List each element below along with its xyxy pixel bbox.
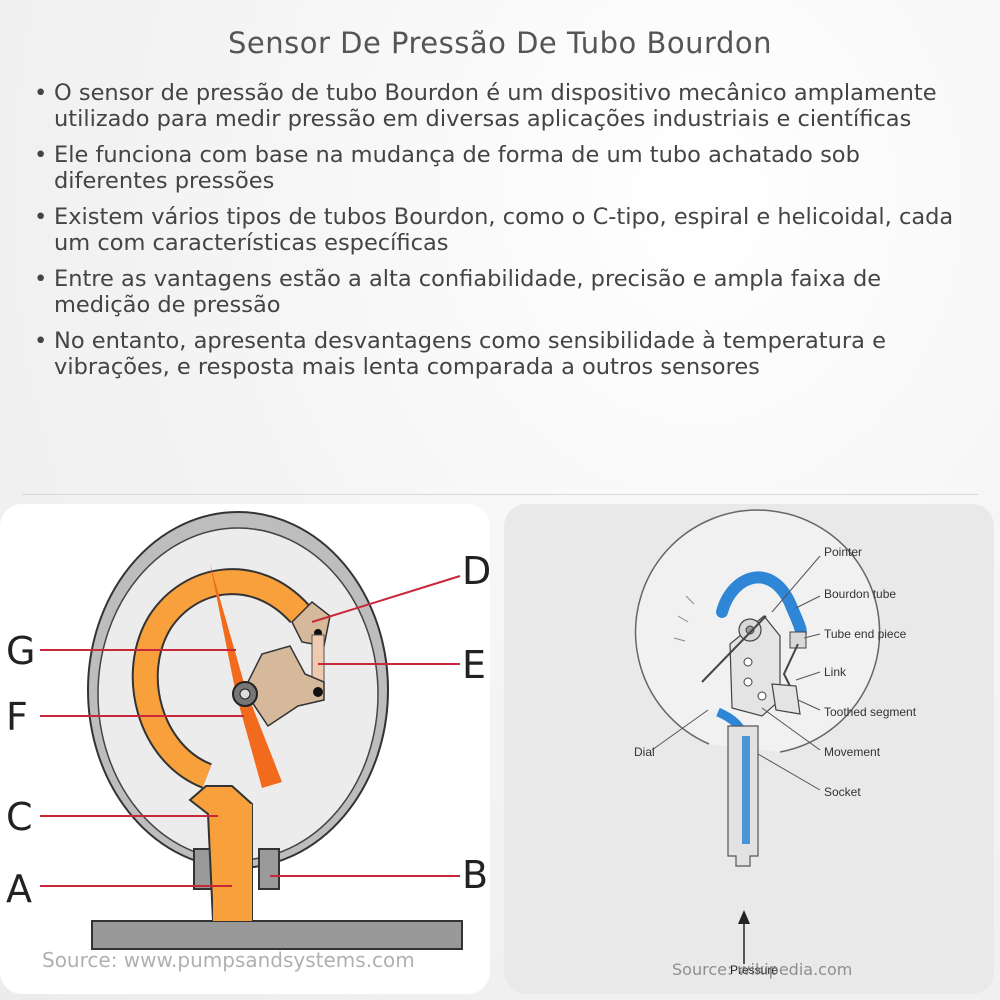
bullet-item: •No entanto, apresenta desvantagens como…: [30, 328, 975, 380]
bullet-marker: •: [34, 80, 48, 106]
page-title: Sensor De Pressão De Tubo Bourdon: [228, 26, 772, 60]
section-divider: [22, 494, 978, 495]
source-credit-right: Source: wikipedia.com: [672, 960, 853, 979]
bourdon-diagram-svg: D E G F C B A: [6, 511, 490, 950]
movement-screw: [743, 657, 753, 667]
bullet-item: •O sensor de pressão de tubo Bourdon é u…: [30, 80, 975, 132]
bullet-marker: •: [34, 266, 48, 292]
socket-channel: [742, 736, 750, 844]
bullet-text: O sensor de pressão de tubo Bourdon é um…: [54, 80, 937, 132]
bullet-marker: •: [34, 142, 48, 168]
leader-bourdon-tube: [795, 595, 821, 609]
bourdon-gauge-schematic-diagram: Pointer Bourdon tube Tube end piece Link…: [504, 504, 994, 994]
source-credit-left: Source: www.pumpsandsystems.com: [42, 948, 415, 972]
label-d: D: [462, 549, 490, 593]
bullet-list: •O sensor de pressão de tubo Bourdon é u…: [30, 80, 975, 390]
pointer-needle: [701, 615, 767, 683]
label-c: C: [6, 795, 33, 839]
pinion-center: [239, 688, 251, 700]
leader-toothed-segment: [797, 699, 821, 711]
dial-tick: [685, 595, 695, 605]
label-f: F: [6, 695, 28, 739]
label-tube-end-piece: Tube end piece: [824, 627, 907, 641]
pinion-center: [745, 625, 755, 635]
label-bourdon-tube: Bourdon tube: [824, 587, 896, 601]
label-movement: Movement: [824, 745, 881, 759]
pointer-needle: [210, 564, 282, 788]
label-pressure: Pressure: [730, 963, 778, 977]
toothed-segment: [771, 683, 801, 715]
socket-inlet: [213, 804, 252, 921]
dial-tick: [677, 615, 689, 623]
bullet-marker: •: [34, 328, 48, 354]
tube-end-piece: [789, 631, 807, 649]
movement-screw: [743, 677, 753, 687]
toothed-segment: [243, 645, 325, 728]
schematic-svg: Pointer Bourdon tube Tube end piece Link…: [634, 509, 917, 977]
leader-pointer: [771, 555, 821, 613]
leader-dial: [651, 709, 709, 751]
bullet-item: •Ele funciona com base na mudança de for…: [30, 142, 975, 194]
label-dial: Dial: [634, 745, 655, 759]
bullet-text: Entre as vantagens estão a alta confiabi…: [54, 266, 882, 318]
label-toothed-segment: Toothed segment: [824, 705, 917, 719]
bullet-text: Ele funciona com base na mudança de form…: [54, 142, 860, 194]
label-g: G: [6, 629, 35, 673]
label-socket: Socket: [824, 785, 861, 799]
bullet-item: •Existem vários tipos de tubos Bourdon, …: [30, 204, 975, 256]
leader-line-d: [311, 575, 461, 623]
bullet-text: No entanto, apresenta desvantagens como …: [54, 328, 886, 380]
leader-tube-end: [803, 633, 821, 639]
label-e: E: [462, 643, 486, 687]
label-link: Link: [824, 665, 847, 679]
leader-socket: [757, 753, 821, 791]
label-pointer: Pointer: [824, 545, 862, 559]
socket-nut-right: [258, 848, 280, 890]
leader-movement: [761, 707, 821, 751]
link-pivot: [313, 687, 323, 697]
movement-screw: [757, 691, 767, 701]
dial-tick: [673, 637, 686, 642]
bourdon-tube: [716, 571, 807, 644]
label-a: A: [6, 867, 32, 911]
base-plate: [91, 920, 463, 950]
pressure-arrowhead: [738, 910, 750, 924]
bullet-marker: •: [34, 204, 48, 230]
leader-link: [795, 671, 821, 681]
bourdon-gauge-cutaway-diagram: D E G F C B A Source: www.pumpsandsystem…: [0, 504, 490, 994]
bullet-item: •Entre as vantagens estão a alta confiab…: [30, 266, 975, 318]
label-b: B: [462, 853, 488, 897]
bullet-text: Existem vários tipos de tubos Bourdon, c…: [54, 204, 954, 256]
bourdon-tube-fill: [133, 570, 309, 787]
